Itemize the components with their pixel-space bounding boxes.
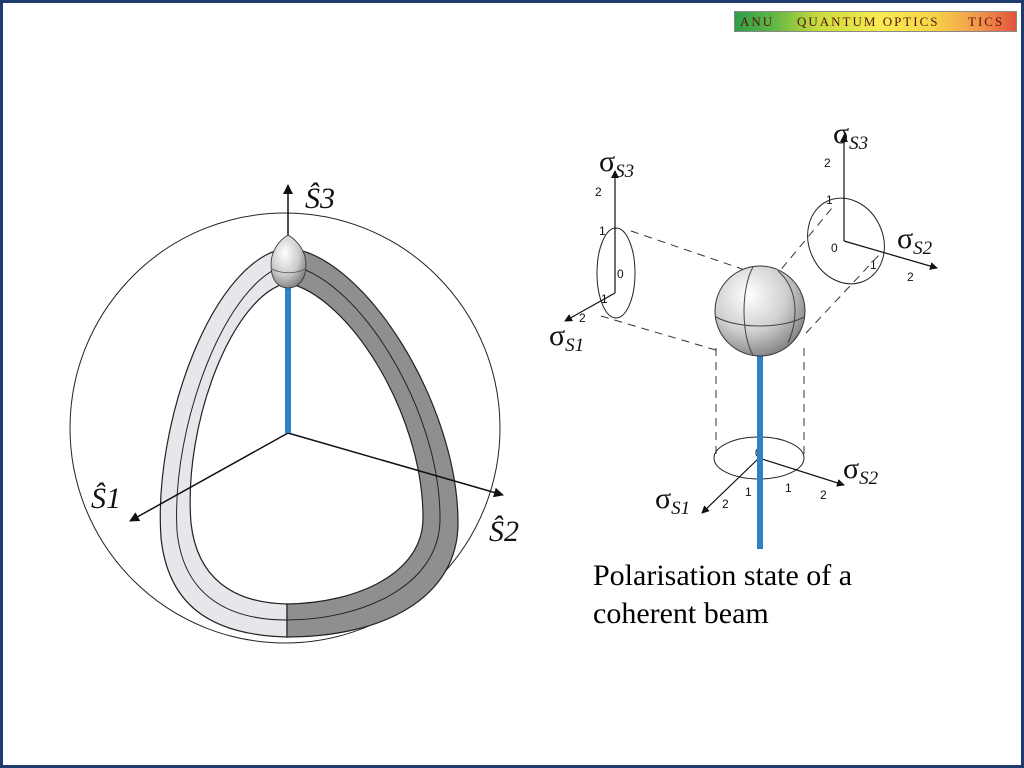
uncertainty-blob (270, 234, 307, 289)
tick-1-right-s3: 1 (826, 193, 833, 207)
tick-2-left-s1: 2 (579, 311, 586, 325)
band-inner-contour (176, 264, 441, 621)
tick-2-left-s3: 2 (595, 185, 602, 199)
tick-1-bottom-s2: 1 (785, 481, 792, 495)
poincare-sphere-diagram: Ŝ3 Ŝ1 Ŝ2 (69, 182, 519, 644)
tick-1-left-s1: 1 (601, 292, 608, 306)
projection-s1-s2: 0 1 2 1 2 σS1 σS2 (655, 436, 879, 519)
logo-text-tics: TICS (968, 14, 1005, 29)
s1-axis (129, 432, 289, 522)
tick-0-right: 0 (831, 241, 838, 255)
tick-2-right-s3: 2 (824, 156, 831, 170)
sigma-s2-label-right: σS2 (897, 222, 933, 259)
tick-0-left: 0 (617, 267, 624, 281)
projection-s2-s3: 0 1 2 1 2 σS3 σS2 (807, 117, 938, 285)
caption: Polarisation state of a coherent beam (593, 559, 853, 630)
s3-axis-label: Ŝ3 (305, 182, 335, 215)
coherent-state-sphere (714, 265, 806, 357)
uncertainty-band-dark (286, 247, 459, 638)
logo-text-anu: ANU (740, 14, 775, 29)
tick-2-right-s2: 2 (907, 270, 914, 284)
tick-1-bottom-s1: 1 (745, 485, 752, 499)
logo-text-quantum-optics: QUANTUM OPTICS (797, 14, 940, 29)
s2-axis (287, 432, 504, 498)
sigma-s1-label-left: σS1 (549, 319, 584, 356)
poincare-sphere-outline (69, 212, 501, 644)
sigma-s3-label-right: σS3 (833, 117, 868, 154)
projection-s1-s3: 0 1 2 1 2 σS3 σS1 (549, 145, 636, 356)
tick-1-right-s2: 1 (870, 258, 877, 272)
sigma-s3-label-left: σS3 (599, 145, 634, 182)
s1-axis-label: Ŝ1 (91, 482, 121, 515)
sigma-s1-label-bottom: σS1 (655, 482, 690, 519)
noise-projections-diagram: 0 1 2 1 2 σS3 σS1 0 1 2 1 2 σS3 (549, 117, 938, 549)
tick-1-left-s3: 1 (599, 224, 606, 238)
s2-axis-label: Ŝ2 (489, 515, 519, 548)
tick-2-bottom-s1: 2 (722, 497, 729, 511)
tick-2-bottom-s2: 2 (820, 488, 827, 502)
anu-quantum-optics-logo: ANU QUANTUM OPTICS TICS (734, 11, 1017, 32)
sigma-s2-label-bottom: σS2 (843, 452, 879, 489)
